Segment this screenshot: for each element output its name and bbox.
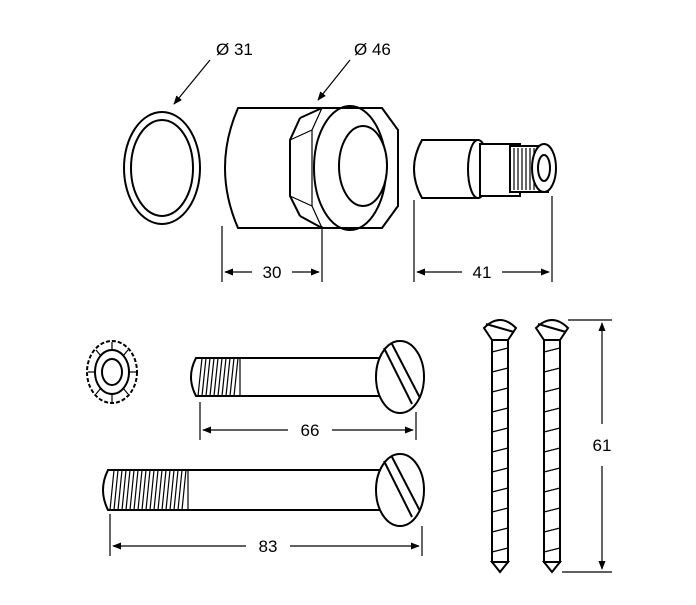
o-ring-diameter-label: Ø 31: [216, 40, 253, 59]
long-screw: [102, 453, 425, 527]
short-screw-thread: [197, 357, 239, 397]
short-screw: [190, 340, 425, 414]
short-screw-dimension: 66: [199, 402, 417, 440]
nut-length-label: 30: [263, 263, 282, 282]
lock-washer: [86, 340, 138, 404]
spindle-length-dimension: 41: [413, 196, 553, 282]
nut-diameter-label: Ø 46: [354, 40, 391, 59]
o-ring: [123, 111, 201, 225]
screw-pair-left: [482, 319, 518, 574]
screw-pair-right: [534, 319, 570, 574]
screw-pair-dimension: 61: [562, 319, 612, 573]
hex-nut: [224, 105, 399, 231]
long-screw-length-label: 83: [259, 537, 278, 556]
long-screw-thread: [109, 469, 187, 511]
nut-length-dimension: 30: [221, 226, 323, 282]
long-screw-dimension: 83: [109, 514, 423, 556]
nut-diameter-callout: Ø 46: [317, 40, 391, 101]
spindle-extension: [413, 139, 557, 199]
o-ring-diameter-callout: Ø 31: [173, 40, 253, 105]
spindle-length-label: 41: [473, 263, 492, 282]
screw-pair-length-label: 61: [593, 436, 612, 455]
short-screw-length-label: 66: [301, 421, 320, 440]
